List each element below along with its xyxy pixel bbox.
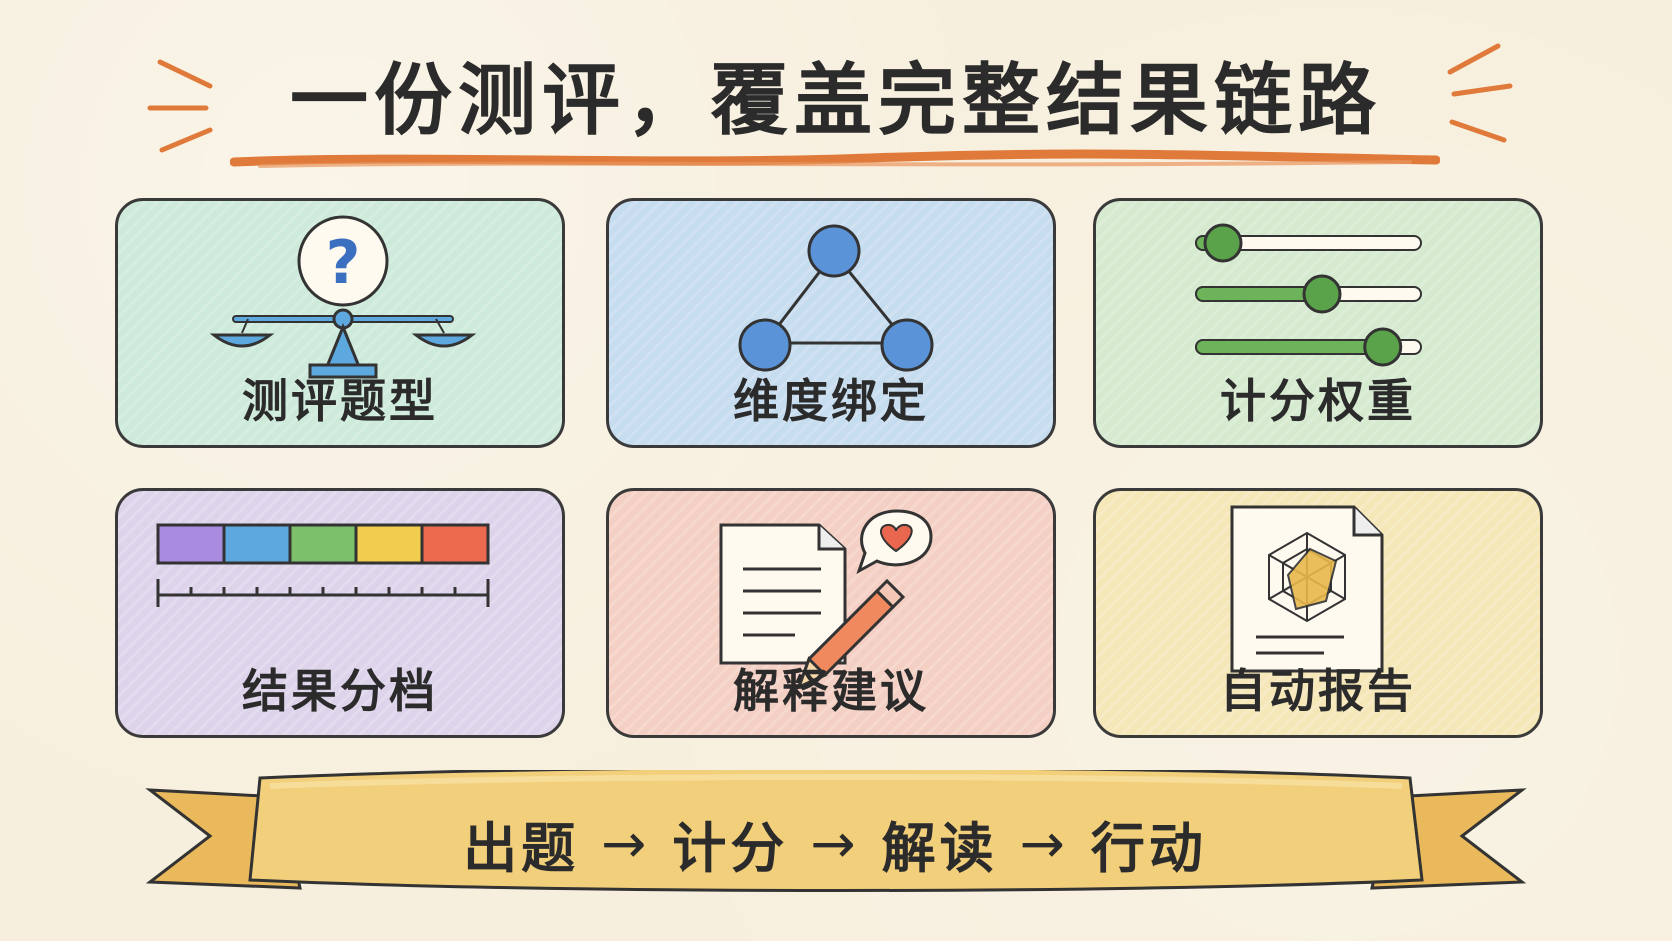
svg-text:?: ?: [326, 228, 361, 298]
card-label: 测评题型: [242, 374, 438, 428]
flow-step-4: 行动: [1090, 816, 1207, 880]
scale-segment: [222, 523, 292, 565]
slider-fill: [1195, 339, 1384, 355]
slider-knob: [1302, 274, 1342, 314]
arrow-right-icon: →: [601, 811, 651, 875]
card-auto-report[interactable]: 自动报告: [1093, 488, 1543, 738]
card-dimension-binding[interactable]: 维度绑定: [606, 198, 1056, 448]
slider-knob: [1363, 327, 1403, 367]
card-label: 结果分档: [242, 664, 438, 718]
card-label: 解释建议: [733, 664, 929, 718]
scale-segment: [420, 523, 490, 565]
card-result-tiers[interactable]: 结果分档: [115, 488, 565, 738]
card-interpretation-advice[interactable]: 解释建议: [606, 488, 1056, 738]
card-label: 计分权重: [1220, 374, 1416, 428]
flow-step-3: 解读: [881, 816, 998, 880]
left-spark-icon: [147, 59, 213, 153]
flow-step-2: 计分: [672, 816, 789, 880]
card-label: 维度绑定: [733, 374, 929, 428]
scale-segment: [156, 523, 226, 565]
ribbon-banner: [145, 770, 1527, 892]
title-underline: [230, 149, 1440, 168]
page-title: 一份测评，覆盖完整结果链路: [289, 56, 1382, 146]
flow-step-1: 出题: [463, 816, 580, 880]
arrow-right-icon: →: [1019, 811, 1069, 875]
slider-knob: [1203, 223, 1243, 263]
scale-segment: [288, 523, 358, 565]
right-spark-icon: [1447, 43, 1513, 143]
color-scale-icon: [156, 523, 490, 607]
card-scoring-weights[interactable]: 计分权重: [1093, 198, 1543, 448]
triangle-nodes-icon: [738, 224, 934, 372]
question-balance-icon: ?: [209, 215, 477, 379]
document-pencil-heart-icon: [719, 509, 933, 690]
process-flow: 出题 → 计分 → 解读 → 行动: [300, 808, 1370, 880]
arrow-right-icon: →: [810, 811, 860, 875]
sliders-icon: [1195, 223, 1422, 367]
scale-segment: [354, 523, 424, 565]
card-label: 自动报告: [1220, 664, 1416, 718]
radar-report-icon: [1230, 505, 1384, 673]
card-question-types[interactable]: ? 测评题型: [115, 198, 565, 448]
